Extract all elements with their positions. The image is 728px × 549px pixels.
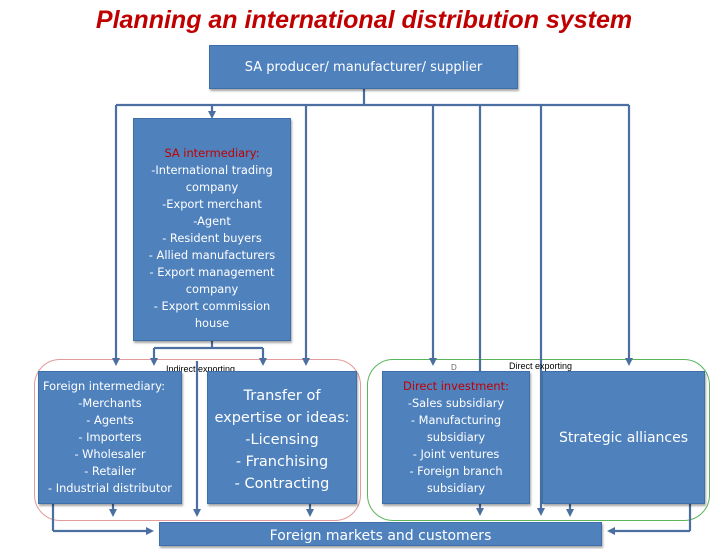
- direct-exporting-label: Direct exporting: [509, 361, 573, 371]
- direct-investment-line: - Joint ventures: [412, 447, 500, 461]
- sa-intermediary-line: -Agent: [193, 214, 231, 228]
- sa-intermediary-line: house: [194, 316, 230, 330]
- sa-intermediary-box: SA intermediary: -International trading …: [133, 118, 291, 341]
- direct-investment-line: - Foreign branch: [409, 464, 503, 478]
- foreign-intermediary-line: -Merchants: [78, 396, 142, 410]
- sa-intermediary-line: -Export merchant: [162, 197, 262, 211]
- indirect-exporting-label: Indirect exporting: [166, 364, 236, 374]
- foreign-intermediary-line: - Agents: [86, 413, 134, 427]
- sa-intermediary-heading: SA intermediary:: [164, 146, 260, 160]
- foreign-intermediary-line: - Retailer: [84, 464, 136, 478]
- transfer-line: - Contracting: [234, 476, 330, 492]
- transfer-line: - Franchising: [235, 454, 329, 470]
- producer-box: SA producer/ manufacturer/ supplier: [209, 45, 518, 89]
- direct-exporting-region: [367, 359, 710, 521]
- direct-investment-line: subsidiary: [426, 481, 486, 495]
- direct-investment-heading: Direct investment:: [403, 379, 509, 393]
- sa-intermediary-line: company: [185, 180, 239, 194]
- foreign-intermediary-line: - Importers: [78, 430, 142, 444]
- direct-investment-box: Direct investment: -Sales subsidiary - M…: [382, 371, 530, 504]
- sa-intermediary-line: -International trading: [151, 163, 273, 177]
- foreign-intermediary-heading: Foreign intermediary:: [43, 379, 166, 393]
- transfer-line: Transfer of: [243, 388, 321, 404]
- sa-intermediary-line: - Allied manufacturers: [148, 248, 276, 262]
- sa-intermediary-line: - Export management: [149, 265, 275, 279]
- direct-investment-line: -Sales subsidiary: [407, 396, 505, 410]
- direct-investment-line: subsidiary: [426, 430, 486, 444]
- sa-intermediary-line: - Resident buyers: [162, 231, 262, 245]
- transfer-line: expertise or ideas:: [214, 410, 350, 426]
- indirect-exporting-region: [34, 359, 361, 521]
- transfer-line: -Licensing: [245, 432, 319, 448]
- d-label: D: [451, 363, 457, 372]
- strategic-alliances-box: Strategic alliances: [542, 371, 705, 504]
- sa-intermediary-line: - Export commission: [153, 299, 271, 313]
- page-title: Planning an international distribution s…: [95, 6, 633, 34]
- sa-intermediary-line: company: [185, 282, 239, 296]
- direct-investment-line: - Manufacturing: [410, 413, 502, 427]
- foreign-intermediary-line: - Industrial distributor: [48, 481, 172, 495]
- foreign-intermediary-line: - Wholesaler: [74, 447, 146, 461]
- foreign-intermediary-box: Foreign intermediary: -Merchants - Agent…: [38, 371, 182, 504]
- foreign-markets-box: Foreign markets and customers: [159, 522, 602, 546]
- transfer-expertise-box: Transfer of expertise or ideas: -Licensi…: [207, 371, 357, 504]
